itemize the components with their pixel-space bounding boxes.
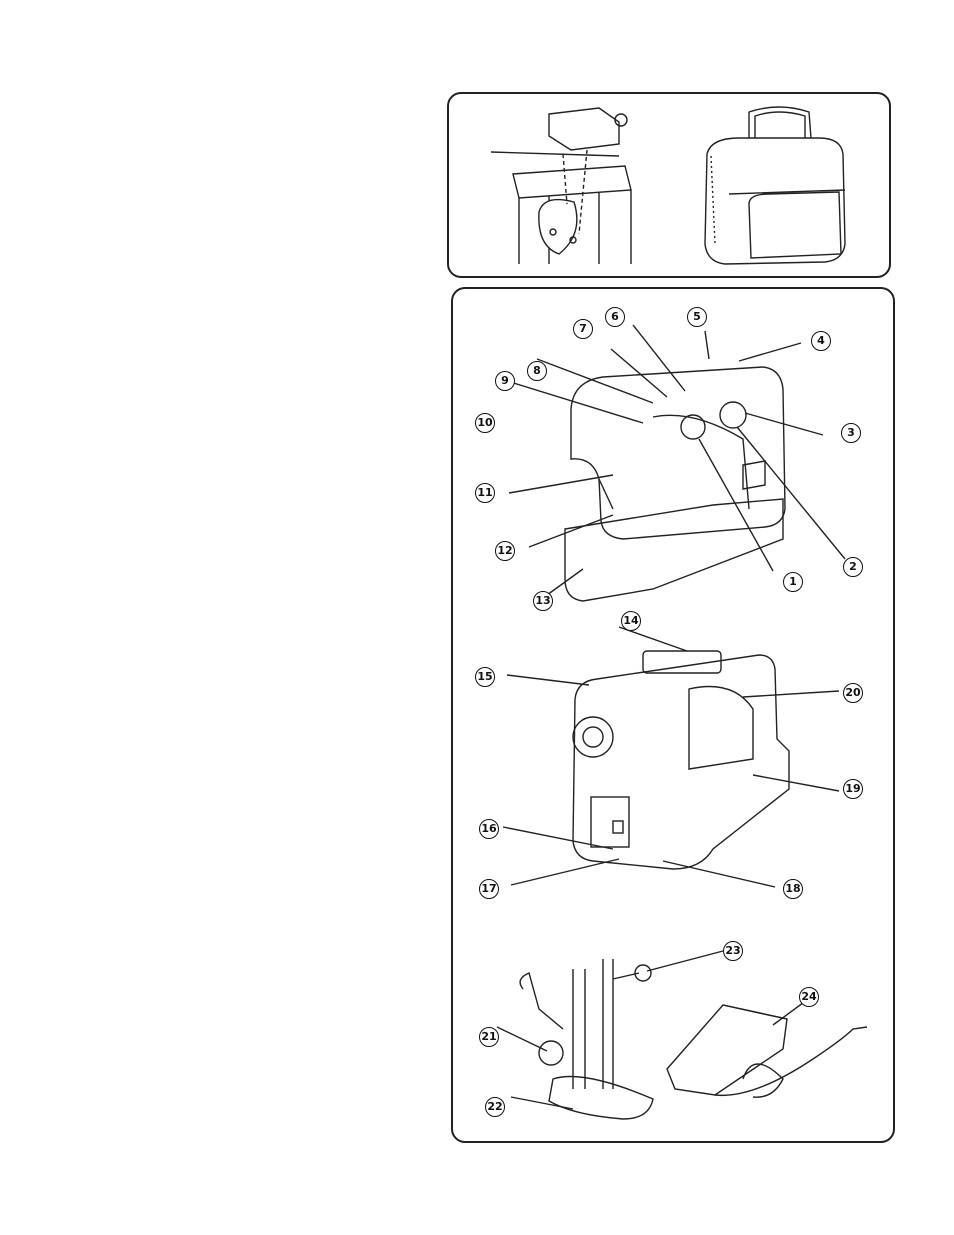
callout-3: 3	[841, 423, 861, 443]
callout-16: 16	[479, 819, 499, 839]
callout-19: 19	[843, 779, 863, 799]
callout-4: 4	[811, 331, 831, 351]
callout-14: 14	[621, 611, 641, 631]
presser-foot-and-pedal-illustration	[453, 289, 893, 1141]
callout-10: 10	[475, 413, 495, 433]
callout-21: 21	[479, 1027, 499, 1047]
callout-18: 18	[783, 879, 803, 899]
callout-2: 2	[843, 557, 863, 577]
callout-13: 13	[533, 591, 553, 611]
callout-9: 9	[495, 371, 515, 391]
carrying-bag-illustration	[449, 94, 889, 276]
callout-7: 7	[573, 319, 593, 339]
callout-20: 20	[843, 683, 863, 703]
callout-22: 22	[485, 1097, 505, 1117]
callout-15: 15	[475, 667, 495, 687]
callout-11: 11	[475, 483, 495, 503]
callout-5: 5	[687, 307, 707, 327]
accessories-panel	[447, 92, 891, 278]
callout-23: 23	[723, 941, 743, 961]
callout-1: 1	[783, 572, 803, 592]
callout-24: 24	[799, 987, 819, 1007]
callout-8: 8	[527, 361, 547, 381]
callout-12: 12	[495, 541, 515, 561]
callout-6: 6	[605, 307, 625, 327]
parts-diagram-panel: 1 2 3 4 5 6 7 8 9 10 11 12 13 14 15 16 1…	[451, 287, 895, 1143]
callout-17: 17	[479, 879, 499, 899]
